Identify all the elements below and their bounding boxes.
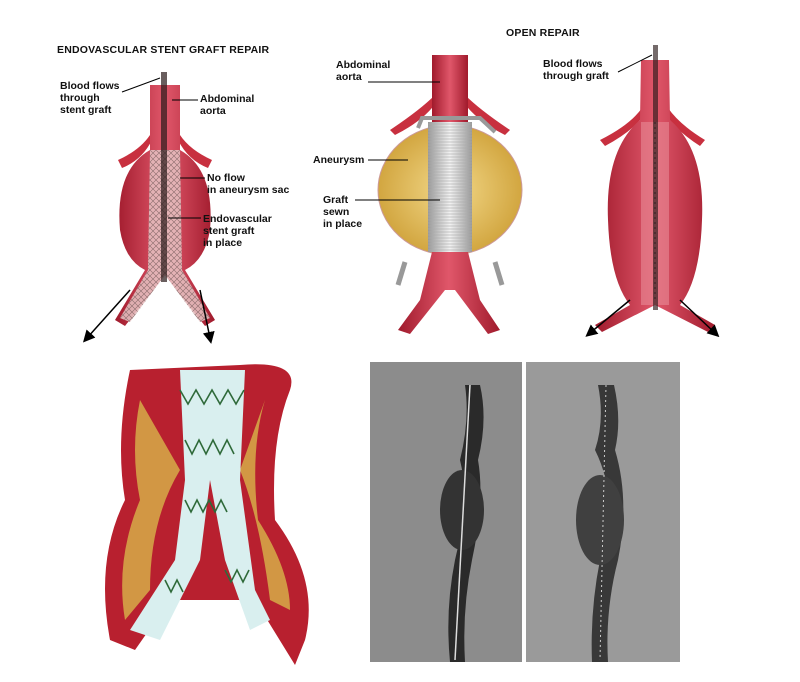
stent-graft-cutaway-illustration (105, 364, 309, 665)
open-repair-title: OPEN REPAIR (506, 27, 580, 39)
endovascular-title: ENDOVASCULAR STENT GRAFT REPAIR (57, 44, 270, 56)
label-stent-graft: Endovascular stent graft in place (203, 213, 272, 249)
label-graft-sewn: Graft sewn in place (323, 194, 363, 230)
endovascular-illustration (82, 72, 215, 344)
label-abdominal-aorta-open: Abdominal aorta (336, 59, 391, 83)
label-no-flow: No flow in aneurysm sac (207, 172, 290, 196)
angiogram-images (370, 362, 680, 662)
label-blood-flows-graft: Blood flows through graft (543, 58, 609, 82)
label-abdominal-aorta-endo: Abdominal aorta (200, 93, 255, 117)
label-blood-flows-stent-graft: Blood flows through stent graft (60, 80, 120, 116)
open-repair-illustration (355, 45, 720, 338)
label-aneurysm: Aneurysm (313, 154, 365, 166)
